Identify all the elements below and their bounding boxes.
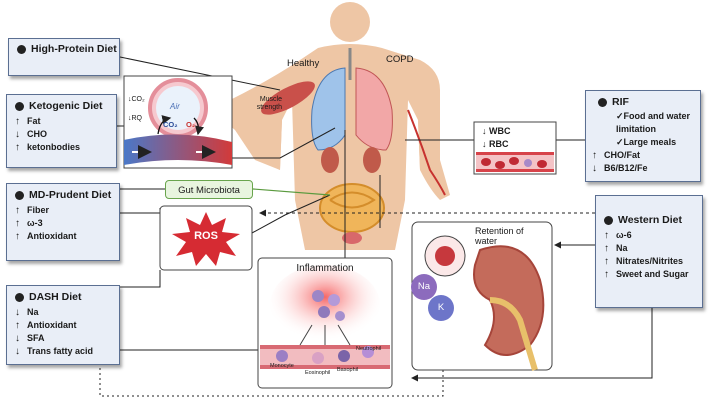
box-title: Ketogenic Diet <box>29 100 103 112</box>
bullet-icon <box>15 191 24 201</box>
line-alveoli-lung <box>232 127 336 159</box>
kidney-panel-art <box>411 221 553 371</box>
blood-vessel-illustration <box>473 121 557 175</box>
wbc-label: ↓ WBC <box>482 126 511 136</box>
list-item: ↑ω-6 <box>604 230 632 241</box>
list-item: ↑Antioxidant <box>15 231 77 242</box>
list-item: ↑Fiber <box>15 205 50 216</box>
retention-label: Retention of water <box>475 226 524 246</box>
box-title: MD-Prudent Diet <box>29 189 112 201</box>
bullet-icon <box>598 98 607 108</box>
list-item: ↓CHO <box>15 129 47 140</box>
inflammation-panel-art <box>257 257 393 389</box>
potassium-icon: K <box>437 302 445 313</box>
co2-mid-label: CO₂ <box>163 120 178 129</box>
line-highprotein-muscle <box>119 56 281 91</box>
list-item: ↑Na <box>604 243 628 254</box>
line-western-dash <box>411 308 653 382</box>
copd-label: COPD <box>386 54 414 65</box>
healthy-label: Healthy <box>287 58 320 69</box>
list-item: ↑ketonbodies <box>15 142 81 153</box>
rq-down-label: ↓RQ <box>128 115 142 122</box>
co2-down-label: ↓CO₂ <box>128 96 145 103</box>
bullet-icon <box>17 45 26 55</box>
connectors <box>99 56 653 397</box>
list-item: ↓B6/B12/Fe <box>592 163 648 174</box>
rif-box: RIF ✓Food and water limitation ✓Large me… <box>585 90 701 182</box>
bullet-icon <box>15 102 24 112</box>
list-item: ↓Trans fatty acid <box>15 346 94 357</box>
list-item: ↑CHO/Fat <box>592 150 640 161</box>
basophil-label: Basophil <box>337 367 359 373</box>
list-item: ↑Sweet and Sugar <box>604 269 689 280</box>
box-title: DASH Diet <box>29 291 82 303</box>
list-item: ↓Na <box>15 307 39 318</box>
bullet-icon <box>15 293 24 303</box>
line-dash-ros <box>120 270 161 288</box>
line-ros-gut <box>251 194 331 234</box>
high-protein-diet-box: High-Protein Diet <box>8 38 120 76</box>
ros-panel <box>159 205 253 271</box>
air-label: Air <box>170 102 180 111</box>
monocyte-label: Monocyte <box>270 363 294 369</box>
ketogenic-diet-box: Ketogenic Diet ↑Fat ↓CHO ↑ketonbodies <box>6 94 117 168</box>
list-item: ✓Food and water limitation <box>616 111 691 134</box>
list-item: ↑Fat <box>15 116 41 127</box>
list-item: ↓SFA <box>15 333 45 344</box>
human-body-figure <box>205 2 450 250</box>
rbc-label: ↓ RBC <box>482 139 509 149</box>
muscle-strength-label: Muscle strength <box>256 96 282 111</box>
list-item: ✓Large meals <box>616 137 677 147</box>
sodium-icon: Na <box>417 281 431 292</box>
dash-diet-box: DASH Diet ↓Na ↑Antioxidant ↓SFA ↓Trans f… <box>6 285 120 365</box>
line-gut-green <box>252 188 331 196</box>
bullet-icon <box>604 216 613 226</box>
o2-label: O₂ <box>186 120 196 129</box>
list-item: ↑ω-3 <box>15 218 43 229</box>
ros-label: ROS <box>194 230 218 242</box>
alveoli-illustration <box>123 75 233 169</box>
md-prudent-diet-box: MD-Prudent Diet ↑Fiber ↑ω-3 ↑Antioxidant <box>6 183 120 261</box>
gut-microbiota-label: Gut Microbiota <box>165 180 253 199</box>
box-title: Western Diet <box>618 214 682 226</box>
neutrophil-label: Neutrophil <box>356 346 382 352</box>
box-title: RIF <box>612 96 629 108</box>
list-item: ↑Antioxidant <box>15 320 77 331</box>
inflammation-title: Inflammation <box>296 263 354 274</box>
box-title: High-Protein Diet <box>31 43 117 55</box>
eosinophil-label: Eosinophil <box>305 370 331 376</box>
western-diet-box: Western Diet ↑ω-6 ↑Na ↑Nitrates/Nitrites… <box>595 195 703 308</box>
list-item: ↑Nitrates/Nitrites <box>604 256 684 267</box>
